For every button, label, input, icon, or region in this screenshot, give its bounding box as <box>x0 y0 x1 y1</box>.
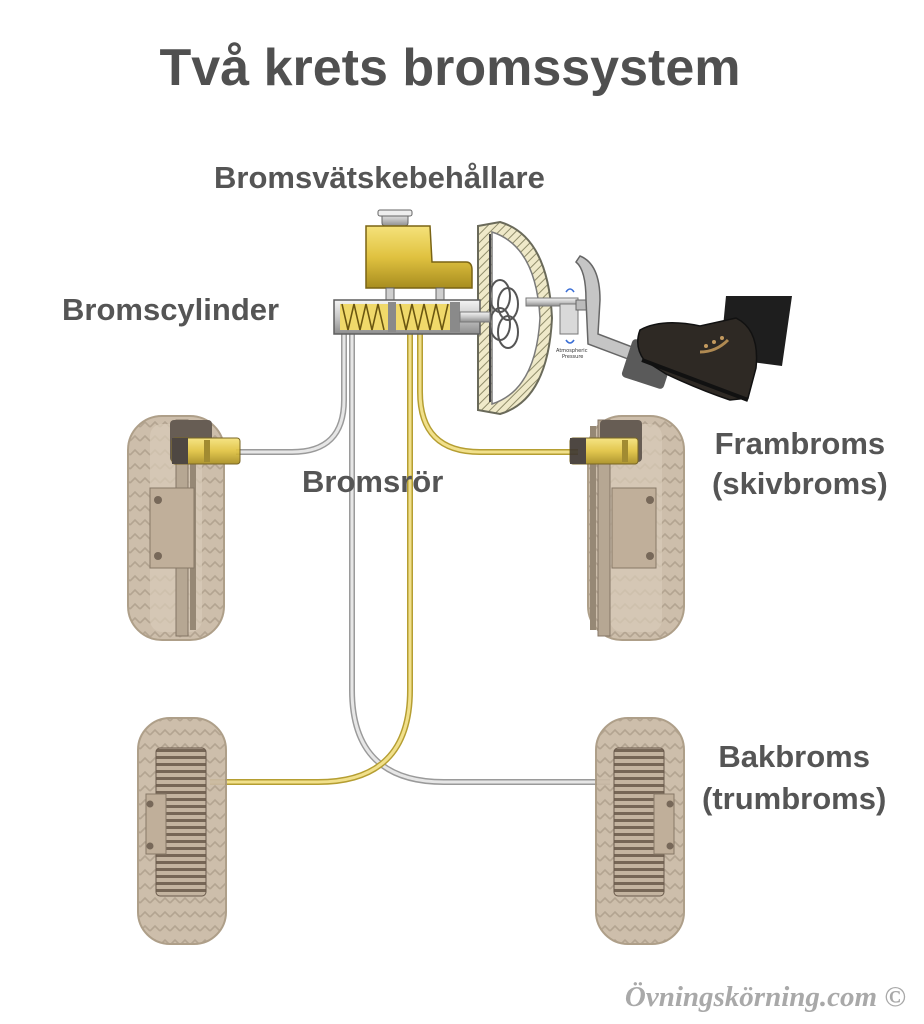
label-brake-lines: Bromsrör <box>302 464 444 499</box>
label-brake-fluid-reservoir: Bromsvätskebehållare <box>214 160 545 195</box>
grey-line-front-left <box>236 330 347 455</box>
front-left-wheel <box>127 415 241 641</box>
label-front-brake-name: Frambroms <box>714 426 886 461</box>
fluid-reservoir <box>365 225 473 289</box>
brake-lines <box>210 330 610 785</box>
brake-booster: Atmospheric Pressure <box>477 220 588 416</box>
label-front-brake-type: (skivbroms) <box>712 466 888 501</box>
rear-right-wheel <box>595 717 685 945</box>
watermark: Övningskörning.com © <box>624 981 906 1013</box>
master-cylinder <box>333 209 491 335</box>
yellow-line-rear-left <box>210 330 413 785</box>
rear-left-wheel <box>137 717 227 945</box>
booster-annotation-line2: Pressure <box>562 354 583 360</box>
label-front-brake: Frambroms (skivbroms) <box>712 424 888 504</box>
label-rear-brake-type: (trumbroms) <box>702 781 887 816</box>
label-rear-brake-name: Bakbroms <box>718 739 870 774</box>
label-rear-brake: Bakbroms (trumbroms) <box>702 736 886 820</box>
diagram-title: Två krets bromssystem <box>159 39 741 97</box>
booster-annotation-line1: Atmospheric <box>556 348 588 354</box>
front-right-wheel <box>569 415 685 641</box>
shoe-on-pedal <box>637 296 792 402</box>
label-master-cylinder: Bromscylinder <box>62 292 280 327</box>
